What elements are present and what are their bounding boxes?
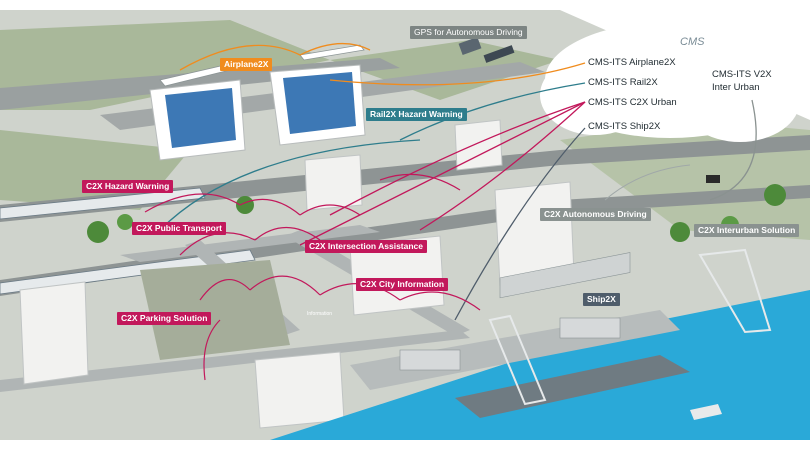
parking-lot bbox=[140, 260, 290, 360]
tree bbox=[117, 214, 133, 230]
tree bbox=[764, 184, 786, 206]
cms-v2x-label: CMS-ITS V2X bbox=[712, 69, 772, 80]
cms-c2x-urban-label: CMS-ITS C2X Urban bbox=[588, 97, 677, 108]
ship-containers bbox=[499, 252, 631, 299]
building bbox=[349, 235, 445, 316]
antenna-arc bbox=[604, 164, 691, 201]
railway bbox=[0, 185, 810, 296]
cms-cloud bbox=[540, 10, 800, 142]
c2x-urban-link bbox=[419, 101, 586, 231]
c2x-parking-label: C2X Parking Solution bbox=[117, 312, 212, 325]
cms-title: CMS bbox=[680, 36, 705, 48]
building bbox=[19, 281, 89, 385]
gps-satellite-icon bbox=[458, 36, 515, 63]
building bbox=[304, 154, 363, 211]
c2x-urban-link bbox=[299, 101, 586, 246]
cms-interurban-label: Inter Urban bbox=[712, 82, 760, 93]
airplane bbox=[299, 44, 365, 61]
railway bbox=[0, 135, 810, 222]
c2x-autonomous-label: C2X Autonomous Driving bbox=[540, 208, 651, 221]
traffic-light-icon bbox=[706, 175, 720, 183]
gps-label: GPS for Autonomous Driving bbox=[410, 26, 527, 39]
c2x-interurban-label: C2X Interurban Solution bbox=[694, 224, 800, 237]
building bbox=[454, 119, 503, 171]
containers bbox=[399, 349, 461, 371]
rail2x-link bbox=[399, 82, 586, 141]
airplane2x-label: Airplane2X bbox=[220, 58, 273, 71]
c2x-hazard-label: C2X Hazard Warning bbox=[82, 180, 174, 193]
rail2x-arc bbox=[159, 139, 421, 231]
building bbox=[254, 351, 345, 429]
terminal-roof bbox=[165, 88, 236, 148]
train bbox=[0, 249, 256, 295]
c2x-intersection-label: C2X Intersection Assistance bbox=[305, 240, 428, 253]
harbour-crane bbox=[488, 314, 547, 406]
small-boat bbox=[690, 404, 722, 420]
road bbox=[120, 225, 380, 262]
train bbox=[0, 187, 206, 220]
ship2x-link bbox=[454, 127, 586, 321]
containers bbox=[559, 317, 621, 339]
cms-ship-label: CMS-ITS Ship2X bbox=[588, 121, 661, 132]
information-sign: Information bbox=[307, 311, 333, 317]
airplane2x-link bbox=[329, 62, 586, 86]
road bbox=[0, 330, 470, 392]
tree bbox=[236, 196, 254, 214]
tree bbox=[87, 221, 109, 243]
c2x-city-information-label: C2X City Information bbox=[356, 278, 449, 291]
v2x-interurban-link bbox=[709, 99, 757, 201]
airplane2x-arc bbox=[179, 42, 371, 71]
tree bbox=[670, 222, 690, 242]
container-ship bbox=[455, 355, 690, 418]
cms-rail-label: CMS-ITS Rail2X bbox=[588, 77, 658, 88]
cms-airplane-label: CMS-ITS Airplane2X bbox=[588, 57, 676, 68]
c2x-urban-link bbox=[329, 101, 586, 216]
terminal-roof bbox=[283, 72, 356, 134]
harbour-crane bbox=[698, 248, 772, 334]
c2x-arcs bbox=[144, 173, 481, 381]
ship2x-label: Ship2X bbox=[583, 293, 620, 306]
c2x-public-transport-label: C2X Public Transport bbox=[132, 222, 226, 235]
rail2x-hazard-label: Rail2X Hazard Warning bbox=[366, 108, 467, 121]
